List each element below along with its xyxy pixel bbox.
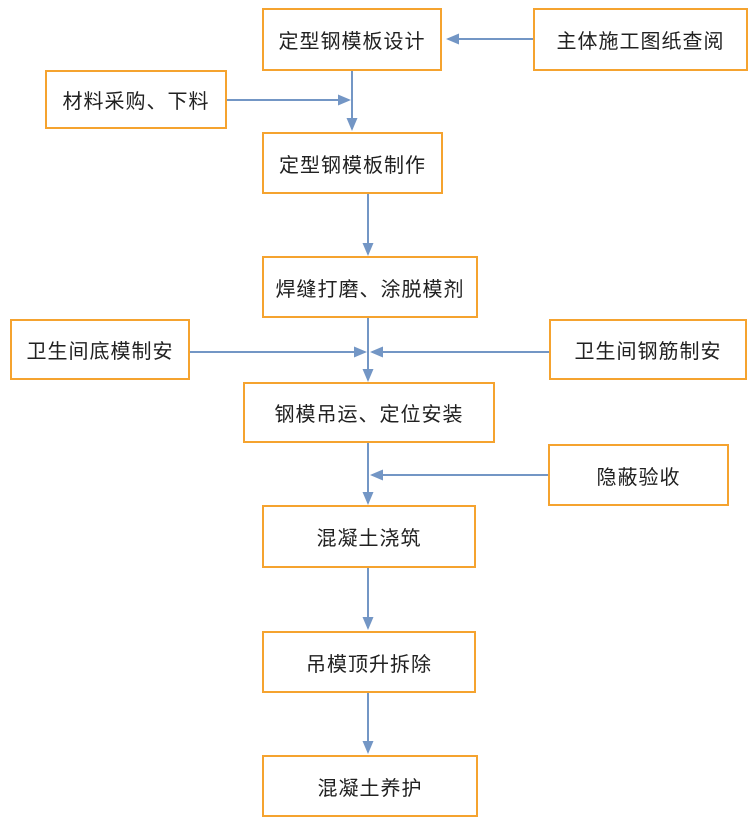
node-formwork-hoisting: 钢模吊运、定位安装 xyxy=(243,382,495,443)
node-concrete-curing: 混凝土养护 xyxy=(262,755,478,817)
node-bathroom-rebar: 卫生间钢筋制安 xyxy=(549,319,747,380)
node-concrete-pouring: 混凝土浇筑 xyxy=(262,505,476,568)
node-formwork-removal: 吊模顶升拆除 xyxy=(262,631,476,693)
node-drawing-review: 主体施工图纸查阅 xyxy=(533,8,748,71)
node-bathroom-bottom-form: 卫生间底模制安 xyxy=(10,319,190,380)
node-material-procurement: 材料采购、下料 xyxy=(45,70,227,129)
node-weld-grinding: 焊缝打磨、涂脱模剂 xyxy=(262,256,478,318)
node-concealed-inspection: 隐蔽验收 xyxy=(548,444,729,506)
node-formwork-fabrication: 定型钢模板制作 xyxy=(262,132,443,194)
node-formwork-design: 定型钢模板设计 xyxy=(262,8,442,71)
